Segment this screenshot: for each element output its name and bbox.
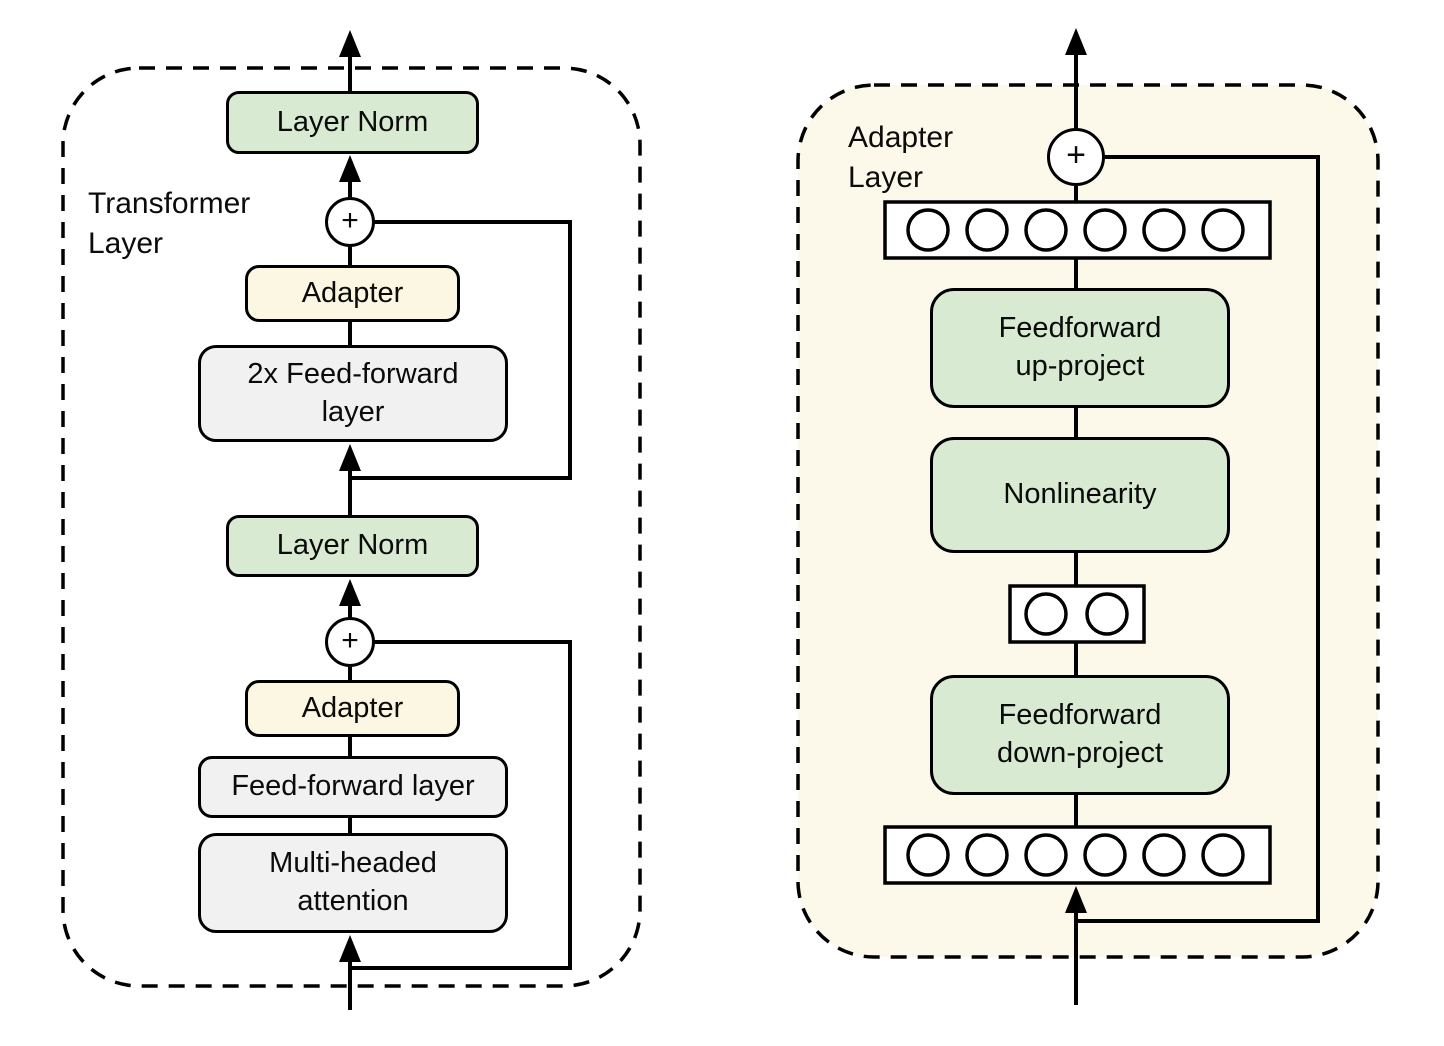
- multi-headed-attention-box: Multi-headed attention: [198, 833, 508, 933]
- arrowhead: [339, 935, 361, 962]
- feature-circle: [1024, 833, 1068, 877]
- arrowhead: [339, 579, 361, 606]
- feedforward-down-project-box: Feedforward down-project: [930, 675, 1230, 795]
- feature-circle: [1024, 208, 1068, 252]
- feature-circle: [1085, 592, 1129, 636]
- arrowhead: [1065, 28, 1087, 55]
- feature-circle: [1142, 833, 1186, 877]
- arrowhead: [1065, 886, 1087, 913]
- feedforward-up-project-box: Feedforward up-project: [930, 288, 1230, 408]
- adapter-layer-title: Adapter Layer: [848, 121, 954, 194]
- feature-circle: [1201, 833, 1245, 877]
- feature-circle: [965, 833, 1009, 877]
- arrowhead: [339, 30, 361, 57]
- add-circle-upper: +: [325, 197, 375, 247]
- feed-forward-2x-box: 2x Feed-forward layer: [198, 345, 508, 442]
- transformer-layer-title: Transformer Layer: [88, 187, 251, 260]
- add-circle-adapter: +: [1047, 128, 1105, 186]
- feature-circle: [1142, 208, 1186, 252]
- feature-circle: [965, 208, 1009, 252]
- feature-circle: [1083, 208, 1127, 252]
- add-circle-lower: +: [325, 617, 375, 667]
- feature-circle: [906, 208, 950, 252]
- nonlinearity-box: Nonlinearity: [930, 437, 1230, 553]
- layer-norm-box-upper: Layer Norm: [226, 91, 479, 154]
- adapter-box-upper: Adapter: [245, 265, 460, 322]
- feature-circle: [1024, 592, 1068, 636]
- adapter-box-lower: Adapter: [245, 680, 460, 737]
- arrowhead: [339, 444, 361, 471]
- skip-connection-upper: [352, 220, 572, 480]
- feature-circle: [906, 833, 950, 877]
- layer-norm-box-lower: Layer Norm: [226, 515, 479, 577]
- feature-circle: [1201, 208, 1245, 252]
- feature-circle: [1083, 833, 1127, 877]
- arrowhead: [339, 155, 361, 182]
- skip-connection-lower: [352, 640, 572, 970]
- feed-forward-box: Feed-forward layer: [198, 756, 508, 818]
- skip-connection-adapter: [1078, 155, 1320, 923]
